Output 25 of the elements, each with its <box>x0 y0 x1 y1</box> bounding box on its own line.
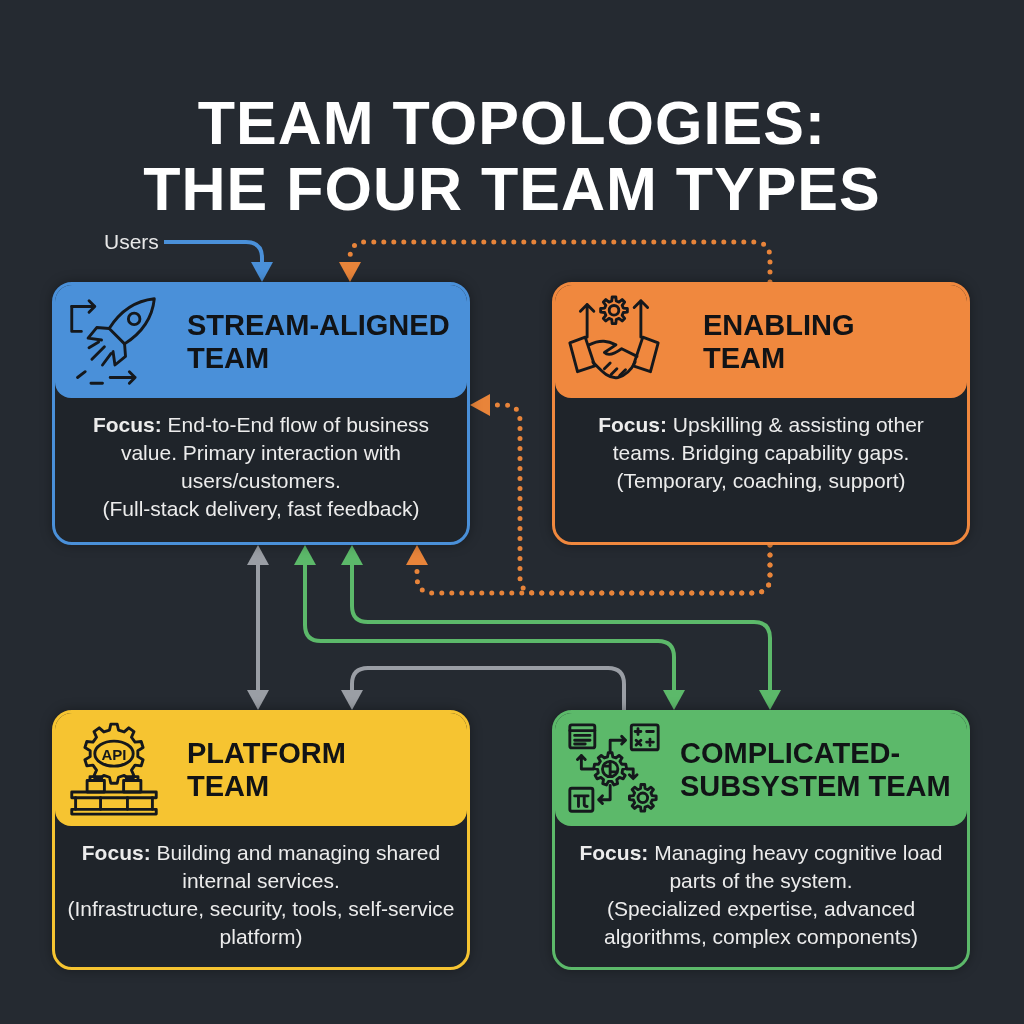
double-arrow <box>248 545 268 710</box>
detail-text: (Full-stack delivery, fast feedback) <box>101 496 421 522</box>
team-card <box>552 282 970 545</box>
team-card <box>52 282 470 545</box>
team-title: ENABLING TEAM <box>703 308 856 375</box>
detail-text: (Temporary, coaching, support) <box>615 468 907 494</box>
focus-text: Focus: Building and managing shared internal services. <box>80 840 442 894</box>
icon-label: API <box>101 745 127 763</box>
actor-label: Users <box>104 229 159 255</box>
team-title: STREAM-ALIGNED TEAM <box>187 308 451 375</box>
detail-text: (Infrastructure, security, tools, self-service platform) <box>66 896 456 950</box>
focus-text: Focus: End-to-End flow of business value. Primary interaction with users/customers. <box>91 412 431 494</box>
team-card <box>52 710 470 970</box>
arrow <box>164 240 272 282</box>
dotted-arrow <box>470 395 773 596</box>
focus-text: Focus: Managing heavy cognitive load parts of the system. <box>578 840 944 894</box>
arrow <box>342 666 626 710</box>
team-card <box>552 710 970 970</box>
team-title: PLATFORM TEAM <box>187 736 347 803</box>
team-title: COMPLICATED-SUBSYSTEM TEAM <box>680 736 952 803</box>
focus-text: Focus: Upskilling & assisting other teams. Bridging capability gaps. <box>597 412 925 466</box>
diagram-title: TEAM TOPOLOGIES: THE FOUR TEAM TYPES <box>142 90 882 222</box>
detail-text: (Specialized expertise, advanced algorithms, complex components) <box>603 896 919 950</box>
double-arrow <box>342 545 780 710</box>
double-arrow <box>295 545 684 710</box>
